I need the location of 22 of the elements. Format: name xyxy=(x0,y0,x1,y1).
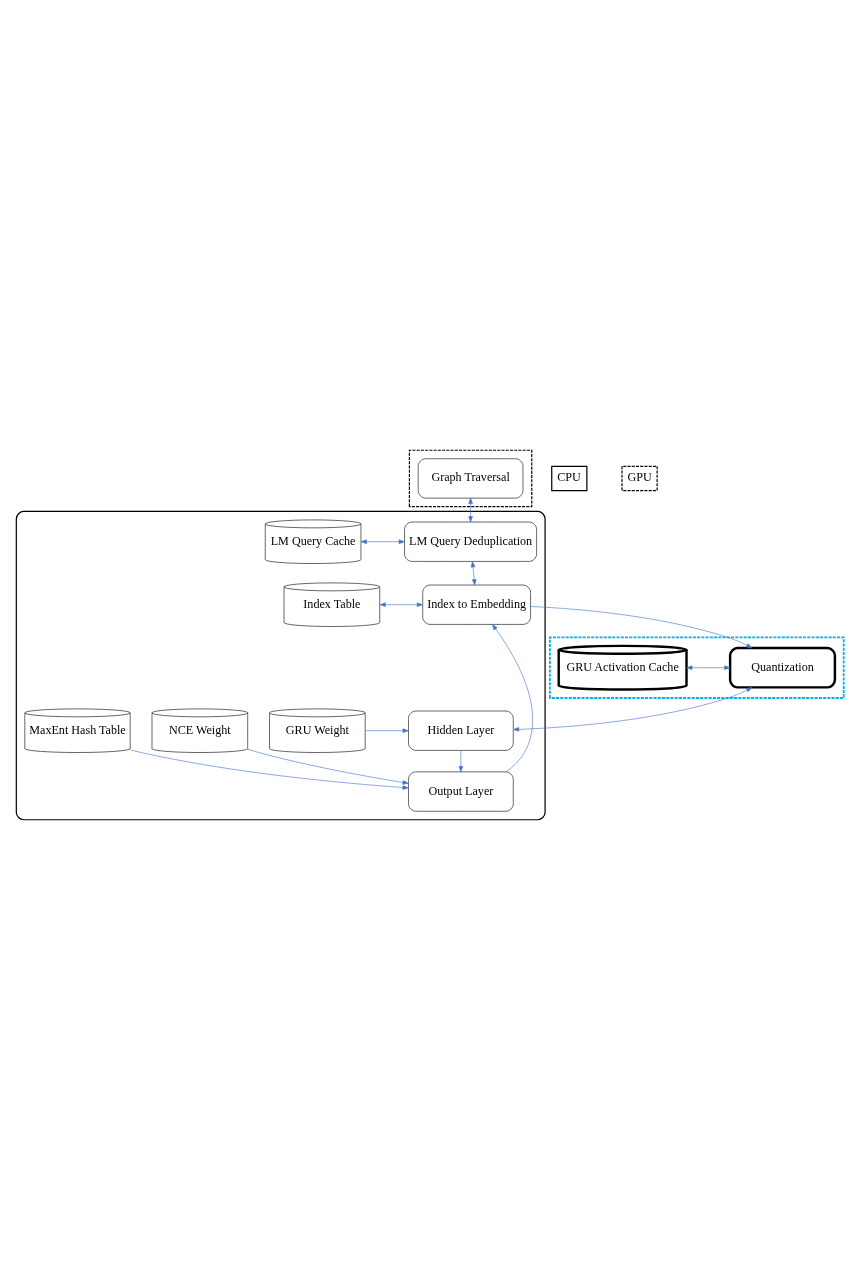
arrow xyxy=(247,748,409,785)
node-box: Quantization xyxy=(728,646,837,689)
cluster xyxy=(15,510,546,820)
arrow xyxy=(364,728,409,733)
arrow xyxy=(530,605,753,648)
node-box: LM Query Deduplication xyxy=(404,521,537,562)
arrow xyxy=(468,497,473,522)
arrow xyxy=(360,539,405,544)
arrow xyxy=(686,665,731,670)
arrow xyxy=(492,623,533,772)
arrow xyxy=(379,602,423,607)
arrow xyxy=(130,749,409,790)
arrow xyxy=(513,686,753,732)
node-box: Output Layer xyxy=(408,771,514,812)
arrow xyxy=(458,749,464,772)
cluster xyxy=(549,636,845,699)
legend-label: CPU xyxy=(557,469,581,484)
node-box: Index to Embedding xyxy=(422,584,531,625)
arrow xyxy=(470,560,477,585)
legend-label: GPU xyxy=(627,469,652,484)
node-box: Graph Traversal xyxy=(417,457,524,498)
node-box: Hidden Layer xyxy=(408,710,514,751)
